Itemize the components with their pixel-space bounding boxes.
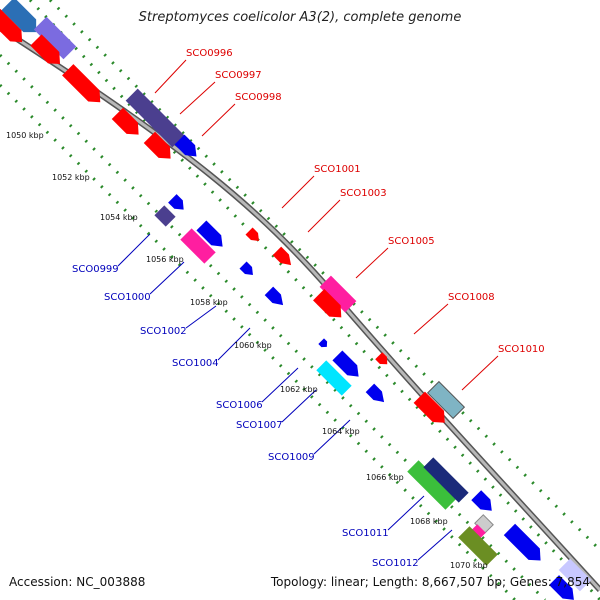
upper-leader-line <box>281 175 315 209</box>
gene-arrow <box>245 227 259 241</box>
gene-arrow <box>196 220 223 247</box>
gene-arrow <box>313 289 342 318</box>
upper-leader-line <box>307 199 341 233</box>
gene-arrow <box>154 205 176 227</box>
lower-leader-line <box>387 495 425 531</box>
lower-gene-label: SCO1012 <box>372 558 419 569</box>
gene-arrow <box>180 228 216 264</box>
gene-labels: SCO0996SCO0997SCO0998SCO1001SCO1003SCO10… <box>72 48 545 569</box>
ruler-line <box>48 0 600 552</box>
gene-arrow <box>503 523 541 561</box>
gene-arrow <box>549 575 574 600</box>
gene-arrow <box>30 34 61 65</box>
gene-arrow <box>272 246 292 266</box>
lower-leader-line <box>261 367 299 403</box>
backbone-core <box>0 26 600 592</box>
kbp-tick-labels: 1050 kbp 1052 kbp 1054 kbp 1056 kbp 1058 kbp… <box>6 131 488 570</box>
lower-leader-line <box>217 327 251 361</box>
upper-gene-label: SCO1003 <box>340 188 387 199</box>
gene-arrow <box>316 360 352 396</box>
gene-arrow <box>1 0 37 33</box>
kbp-label: 1070 kbp <box>450 561 488 570</box>
kbp-label: 1056 kbp <box>146 255 184 264</box>
lower-gene-label: SCO1004 <box>172 358 219 369</box>
lower-leader-line <box>185 305 217 329</box>
gene-arrow <box>365 383 385 403</box>
lower-leader-line <box>149 261 185 295</box>
kbp-label: 1058 kbp <box>190 298 228 307</box>
ruler-line <box>0 53 547 600</box>
lower-leader-line <box>313 419 351 455</box>
gene-arrow <box>318 338 328 348</box>
gene-arrow <box>319 275 357 313</box>
lower-gene-label: SCO1000 <box>104 292 151 303</box>
upper-gene-label: SCO0996 <box>186 48 233 59</box>
backbone-outline <box>0 25 600 593</box>
gene-arrow <box>0 8 23 43</box>
accession-label: Accession: NC_003888 <box>9 575 146 589</box>
gene-arrow <box>264 286 284 306</box>
topology-label: Topology: linear; Length: 8,667,507 bp; … <box>270 575 590 589</box>
gene-arrow <box>239 261 253 275</box>
gene-arrow <box>332 350 359 377</box>
kbp-label: 1066 kbp <box>366 473 404 482</box>
gene-arrow <box>413 391 445 423</box>
lower-leader-line <box>417 529 453 561</box>
label-leader-lines <box>117 59 499 561</box>
lower-gene-label: SCO1007 <box>236 420 283 431</box>
lower-gene-label: SCO0999 <box>72 264 119 275</box>
lower-gene-label: SCO1009 <box>268 452 315 463</box>
kbp-label: 1064 kbp <box>322 427 360 436</box>
lower-leader-line <box>117 233 151 267</box>
upper-gene-label: SCO1010 <box>498 344 545 355</box>
upper-gene-label: SCO0998 <box>235 92 282 103</box>
gene-arrow <box>426 380 466 420</box>
gene-arrow <box>111 107 139 135</box>
kbp-label: 1050 kbp <box>6 131 44 140</box>
gene-arrow <box>558 558 592 592</box>
map-title: Streptomyces coelicolor A3(2), complete … <box>138 10 462 25</box>
genome-backbone <box>0 25 600 593</box>
gene-arrow <box>33 16 77 60</box>
kbp-label: 1062 kbp <box>280 385 318 394</box>
upper-leader-line <box>201 103 236 137</box>
upper-leader-line <box>461 355 499 391</box>
gene-arrow <box>375 352 388 365</box>
upper-gene-label: SCO1001 <box>314 164 361 175</box>
lower-gene-label: SCO1006 <box>216 400 263 411</box>
upper-gene-label: SCO0997 <box>215 70 262 81</box>
ruler-line <box>0 83 518 600</box>
gene-arrow <box>471 490 492 511</box>
lower-gene-label: SCO1002 <box>140 326 187 337</box>
upper-leader-line <box>154 59 187 94</box>
kbp-label: 1054 kbp <box>100 213 138 222</box>
upper-gene-label: SCO1008 <box>448 292 495 303</box>
gene-arrow <box>470 524 486 540</box>
upper-leader-line <box>179 81 216 115</box>
upper-gene-label: SCO1005 <box>388 236 435 247</box>
gene-arrow <box>125 88 185 148</box>
gene-arrow <box>143 131 171 159</box>
lower-gene-label: SCO1011 <box>342 528 389 539</box>
gene-arrow <box>174 134 197 157</box>
upper-leader-line <box>413 303 449 335</box>
kbp-label: 1060 kbp <box>234 341 272 350</box>
gene-arrow <box>168 194 184 210</box>
lower-leader-line <box>281 389 317 423</box>
upper-leader-line <box>355 247 389 279</box>
gene-arrow <box>458 526 498 566</box>
gene-arrow <box>407 460 457 510</box>
gene-arrow <box>62 64 101 103</box>
kbp-label: 1052 kbp <box>52 173 90 182</box>
gene-arrow <box>423 457 469 503</box>
kbp-label: 1068 kbp <box>410 517 448 526</box>
